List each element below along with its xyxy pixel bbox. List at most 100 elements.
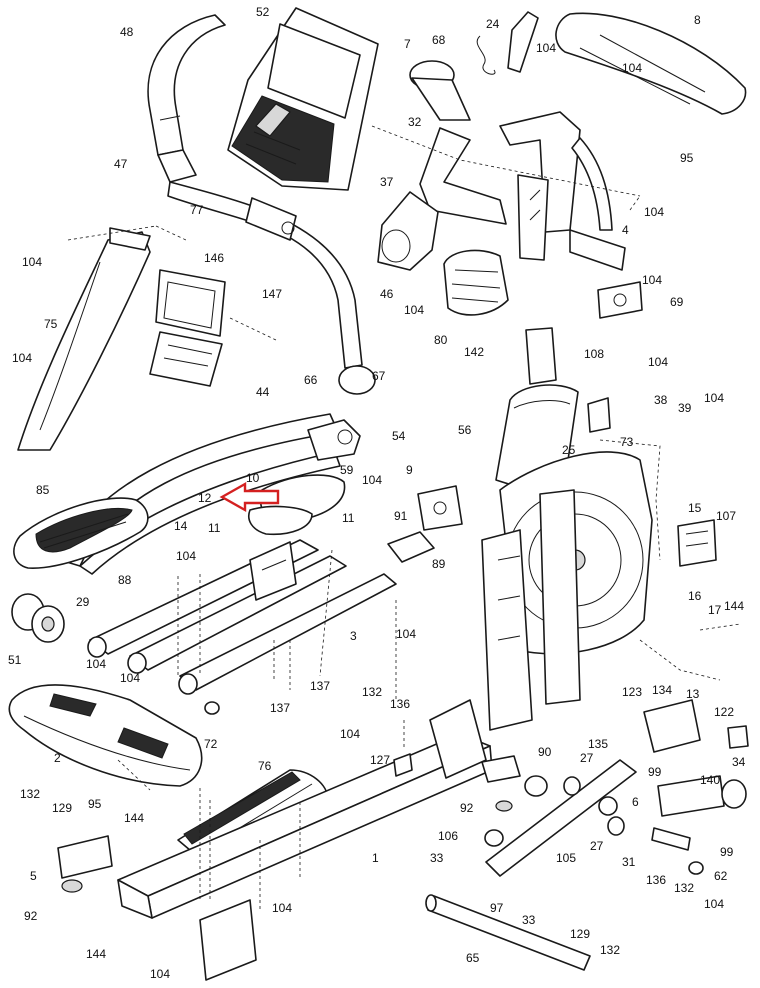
tray-146	[149, 269, 226, 387]
callout-label: 25	[562, 443, 576, 457]
callout-label: 104	[648, 355, 668, 369]
callout-label: 104	[404, 303, 424, 317]
callout-label: 146	[204, 251, 224, 265]
callout-label: 129	[570, 927, 590, 941]
callout-label: 11	[342, 511, 355, 525]
callout-label: 17	[708, 603, 722, 617]
callout-label: 91	[394, 509, 408, 523]
callout-label: 80	[434, 333, 448, 347]
highlight-arrow	[219, 481, 280, 513]
callout-label: 144	[724, 599, 744, 613]
assembly-lines	[67, 125, 741, 910]
callout-label: 104	[704, 897, 724, 911]
callout-label: 104	[86, 657, 106, 671]
callout-label: 77	[190, 203, 204, 217]
pulley-assembly	[481, 451, 653, 731]
arm-32	[419, 127, 507, 225]
callout-label: 68	[432, 33, 446, 47]
callout-label: 24	[486, 17, 500, 31]
callout-label: 1	[372, 851, 379, 865]
callout-label: 104	[176, 549, 196, 563]
callout-label: 106	[438, 829, 458, 843]
callout-label: 27	[580, 751, 594, 765]
callout-label: 3	[350, 629, 357, 643]
callout-label: 37	[380, 175, 394, 189]
callout-label: 99	[648, 765, 662, 779]
callout-label: 104	[362, 473, 382, 487]
handlebar-upright	[167, 181, 376, 395]
front-stabilizer-5	[57, 835, 113, 893]
callout-label: 127	[370, 753, 390, 767]
callout-label: 38	[654, 393, 668, 407]
callout-label: 144	[124, 811, 144, 825]
callout-label: 104	[536, 41, 556, 55]
callout-label: 104	[622, 61, 642, 75]
callout-label: 135	[588, 737, 608, 751]
callout-label: 134	[652, 683, 672, 697]
callout-label: 15	[688, 501, 702, 515]
callout-label: 11	[208, 521, 221, 535]
arm-54	[307, 419, 361, 461]
cover-10	[248, 474, 346, 536]
callout-label: 6	[632, 795, 639, 809]
callout-label: 92	[460, 801, 474, 815]
callout-label: 123	[622, 685, 642, 699]
callout-label: 104	[642, 273, 662, 287]
bracket-9	[417, 485, 463, 531]
cable-24	[476, 11, 539, 75]
callout-label: 66	[304, 373, 318, 387]
callout-label: 147	[262, 287, 282, 301]
callout-label: 99	[720, 845, 734, 859]
callout-label: 104	[120, 671, 140, 685]
handle-grip-68	[409, 60, 471, 121]
bracket-69	[597, 281, 643, 319]
callout-label: 2	[54, 751, 61, 765]
callout-label: 104	[704, 391, 724, 405]
callout-label: 132	[600, 943, 620, 957]
callout-label: 65	[466, 951, 480, 965]
wheel-51	[11, 593, 65, 643]
callout-label: 62	[714, 869, 728, 883]
callout-label: 104	[150, 967, 170, 981]
top-cover-8	[555, 12, 747, 115]
callout-label: 108	[584, 347, 604, 361]
callout-label: 107	[716, 509, 736, 523]
callout-label: 140	[700, 773, 720, 787]
callout-label: 32	[408, 115, 422, 129]
callout-label: 46	[380, 287, 394, 301]
callout-label: 5	[30, 869, 37, 883]
callout-label: 85	[36, 483, 50, 497]
callout-label: 48	[120, 25, 134, 39]
callout-label: 75	[44, 317, 58, 331]
left-handlebar	[147, 14, 226, 183]
callout-label: 144	[86, 947, 106, 961]
rear-stabilizer-6	[657, 775, 747, 817]
callout-label: 132	[362, 685, 382, 699]
front-shroud-2	[8, 684, 203, 787]
callout-labels: 52 48 7 68 24 104 8 104 95 32 37 47 77 1…	[8, 5, 746, 981]
callout-label: 52	[256, 5, 270, 19]
callout-label: 137	[310, 679, 330, 693]
callout-label: 104	[340, 727, 360, 741]
callout-label: 13	[686, 687, 700, 701]
callout-label: 95	[680, 151, 694, 165]
callout-label: 104	[22, 255, 42, 269]
callout-label: 122	[714, 705, 734, 719]
callout-label: 4	[622, 223, 629, 237]
callout-label: 132	[20, 787, 40, 801]
callout-label: 51	[8, 653, 22, 667]
rail-assembly	[87, 539, 397, 695]
callout-label: 67	[372, 369, 386, 383]
callout-label: 132	[674, 881, 694, 895]
callout-label: 142	[464, 345, 484, 359]
callout-label: 12	[198, 491, 212, 505]
console-display	[227, 7, 379, 191]
callout-label: 137	[270, 701, 290, 715]
callout-label: 97	[490, 901, 504, 915]
callout-label: 104	[12, 351, 32, 365]
tube-65	[425, 894, 591, 971]
pedal-85	[13, 497, 149, 569]
sensor-25	[587, 397, 611, 433]
callout-label: 136	[646, 873, 666, 887]
